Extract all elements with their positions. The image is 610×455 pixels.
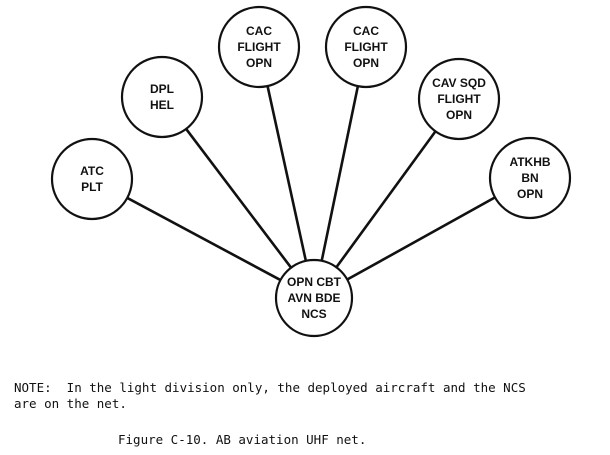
station-cac-flight-opn-2: CAC FLIGHT OPN (324, 5, 408, 89)
station-atkhb-bn-opn-label: BN (521, 171, 538, 185)
station-cac-flight-opn-1: CAC FLIGHT OPN (217, 5, 301, 89)
station-cac-flight-opn-1-label: FLIGHT (237, 40, 281, 54)
station-cav-sqd-flight-opn-label: OPN (446, 108, 472, 122)
hub-ncs-circle (274, 258, 354, 338)
station-dpl-hel-circle (120, 55, 204, 139)
link-cac-flight-opn-1 (266, 85, 308, 262)
station-cac-flight-opn-2-label: OPN (353, 56, 379, 70)
note-line-2: are on the net. (14, 396, 127, 411)
station-atc-plt-label: ATC (80, 164, 104, 178)
station-cac-flight-opn-1-circle (217, 5, 301, 89)
station-atkhb-bn-opn: ATKHB BN OPN (488, 136, 572, 220)
link-atkhb-bn-opn (346, 196, 496, 281)
station-cac-flight-opn-2-label: CAC (353, 24, 379, 38)
hub-ncs-label: AVN BDE (287, 291, 340, 305)
station-cac-flight-opn-2-circle (324, 5, 408, 89)
station-atc-plt: ATC PLT (50, 137, 134, 221)
station-cac-flight-opn-1-label: OPN (246, 56, 272, 70)
link-dpl-hel (185, 128, 293, 269)
station-cav-sqd-flight-opn-label: CAV SQD (432, 76, 486, 90)
station-cav-sqd-flight-opn-circle (417, 57, 501, 141)
net-nodes: ATCPLTDPLHELCACFLIGHTOPNCACFLIGHTOPNCAV … (50, 5, 572, 338)
station-atkhb-bn-opn-label: ATKHB (509, 155, 550, 169)
station-atkhb-bn-opn-label: OPN (517, 187, 543, 201)
figure-caption: Figure C-10. AB aviation UHF net. (118, 432, 367, 447)
station-cav-sqd-flight-opn-label: FLIGHT (437, 92, 481, 106)
note-text: NOTE: In the light division only, the de… (14, 380, 604, 412)
station-atc-plt-label: PLT (81, 180, 103, 194)
station-cac-flight-opn-1-label: CAC (246, 24, 272, 38)
note-line-1: NOTE: In the light division only, the de… (14, 380, 526, 395)
link-atc-plt (126, 196, 282, 282)
station-atkhb-bn-opn-circle (488, 136, 572, 220)
station-atc-plt-circle (50, 137, 134, 221)
link-cac-flight-opn-2 (320, 85, 360, 262)
station-cac-flight-opn-2-label: FLIGHT (344, 40, 388, 54)
hub-ncs-label: NCS (301, 307, 326, 321)
station-dpl-hel: DPL HEL (120, 55, 204, 139)
station-dpl-hel-label: DPL (150, 82, 174, 96)
hub-ncs: OPN CBT AVN BDE NCS (274, 258, 354, 338)
link-cav-sqd-flight-opn (335, 130, 437, 269)
net-diagram: ATCPLTDPLHELCACFLIGHTOPNCACFLIGHTOPNCAV … (50, 5, 572, 338)
net-links (126, 85, 496, 282)
station-dpl-hel-label: HEL (150, 98, 174, 112)
station-cav-sqd-flight-opn: CAV SQD FLIGHT OPN (417, 57, 501, 141)
hub-ncs-label: OPN CBT (287, 275, 342, 289)
